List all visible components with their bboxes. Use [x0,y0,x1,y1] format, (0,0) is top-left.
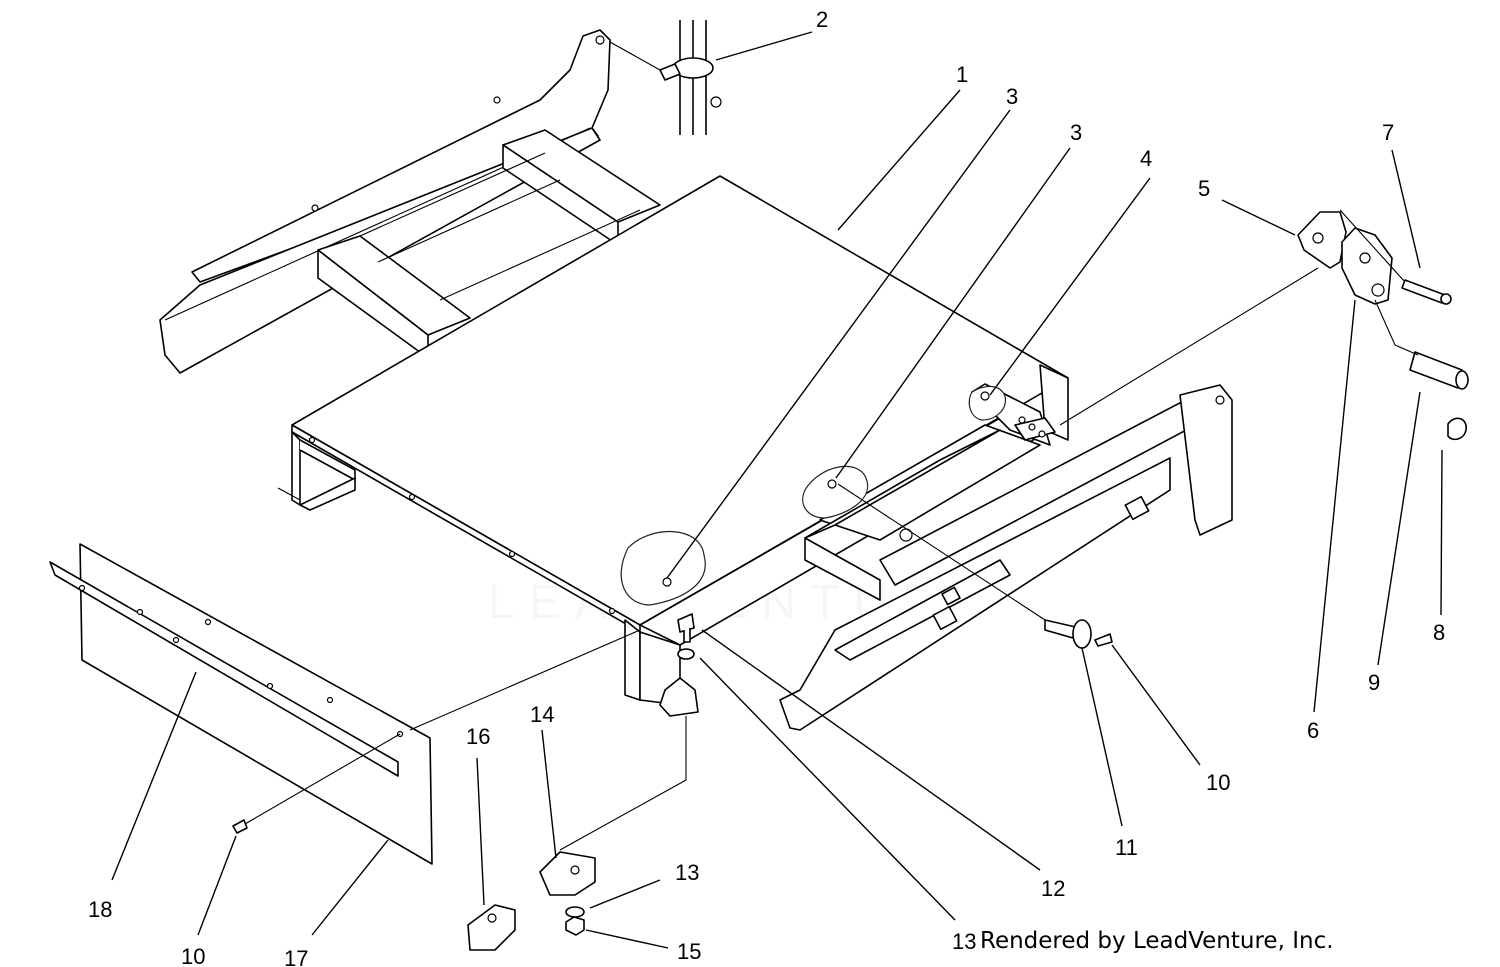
callout-15: 15 [677,939,701,964]
bumper-pads [620,385,1007,606]
callout-9: 9 [1368,670,1380,695]
callout-16: 16 [466,724,490,749]
render-credit: Rendered by LeadVenture, Inc. [980,928,1334,954]
callout-8: 8 [1433,620,1445,645]
phantom-lines [244,41,1406,851]
callout-17: 17 [284,946,308,967]
callout-labels: 1 2 3 3 4 5 6 7 8 9 10 10 11 12 13 13 14… [88,7,1445,967]
leader-lines [111,31,1443,949]
callout-13: 13 [675,860,699,885]
callout-3: 3 [1070,120,1082,145]
lower-bracket-hardware [467,851,596,951]
steering-column-clamp [659,20,722,135]
callout-10: 10 [1206,770,1230,795]
left-cross-members [317,129,661,359]
callout-10: 10 [181,944,205,967]
bolt-washer-bracket [659,613,699,717]
right-pin-assembly [1044,619,1113,649]
callout-1: 1 [956,62,968,87]
callout-3: 3 [1006,84,1018,109]
hinge-bracket-assembly [1297,211,1469,441]
callout-11: 11 [1115,835,1138,860]
callout-4: 4 [1140,146,1152,171]
callout-13: 13 [952,929,976,954]
callout-6: 6 [1307,718,1319,743]
callout-18: 18 [88,897,112,922]
callout-12: 12 [1041,876,1065,901]
callout-2: 2 [816,7,828,32]
right-frame [639,383,1233,731]
callout-5: 5 [1198,176,1210,201]
mud-flap-assembly [49,543,433,865]
small-screw [232,819,248,834]
callout-14: 14 [530,702,554,727]
callout-7: 7 [1382,120,1394,145]
